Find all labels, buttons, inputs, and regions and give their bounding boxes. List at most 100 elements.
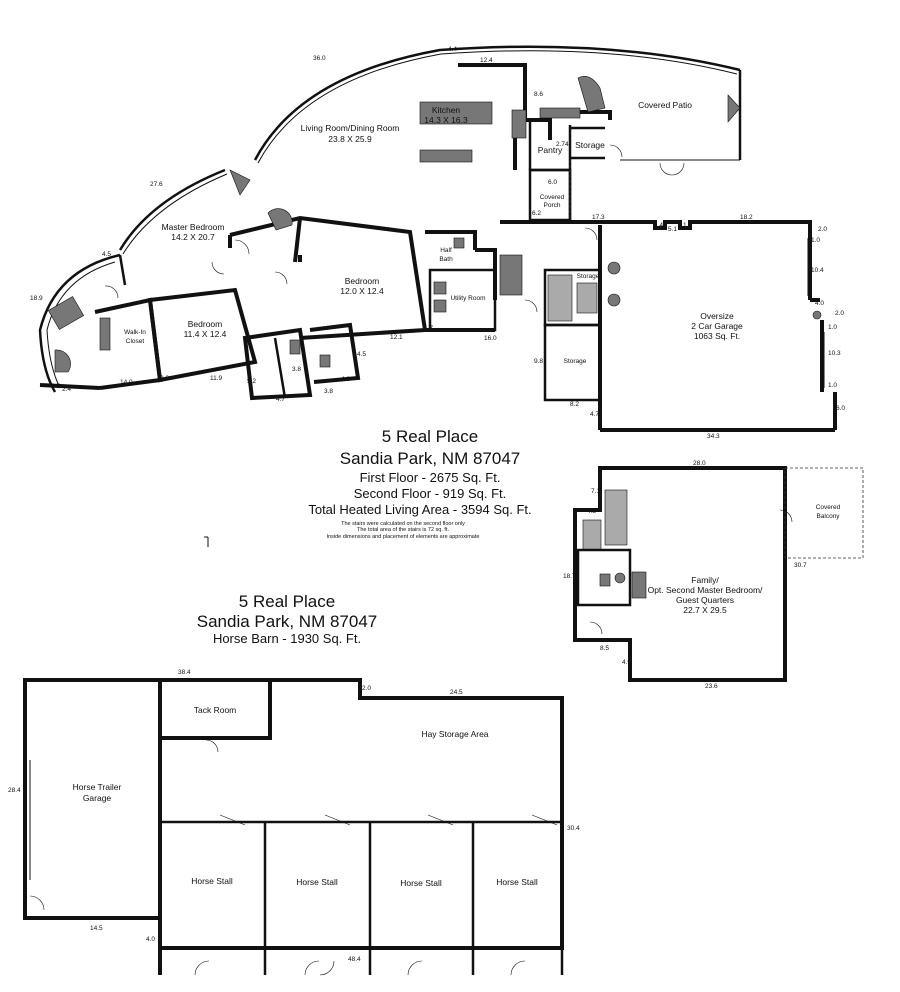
walk-in-label-1: Walk-In bbox=[124, 329, 146, 336]
barn-door-swings bbox=[29, 739, 558, 976]
half-bath-label-1: Half bbox=[440, 247, 452, 254]
door-swings bbox=[104, 144, 685, 313]
dimension-label: 8.5 bbox=[600, 645, 609, 652]
dimension-label: 14.0 bbox=[120, 379, 133, 386]
dimension-label: 11.9 bbox=[210, 375, 223, 382]
bedroom-wing-walls bbox=[228, 215, 428, 340]
dimension-label: 4.3 bbox=[587, 508, 596, 515]
dimension-label: 1.0 bbox=[828, 324, 837, 331]
horse-barn-plan: Tack Room Hay Storage Area Horse Trailer… bbox=[8, 669, 580, 976]
curved-west-wall bbox=[118, 168, 226, 251]
covered-porch-label-1: Covered bbox=[540, 194, 565, 201]
garage-label-3: 1063 Sq. Ft. bbox=[694, 331, 740, 341]
master-bedroom-label: Master Bedroom bbox=[162, 222, 225, 232]
dimension-label: 24.5 bbox=[450, 689, 463, 696]
dimension-label: 3.8 bbox=[292, 366, 301, 373]
dimension-label: 4.4 bbox=[448, 46, 457, 53]
garage-label-1: Oversize bbox=[700, 311, 734, 321]
dimension-label: 6.0 bbox=[548, 179, 557, 186]
bedroom-right-label: Bedroom bbox=[345, 276, 380, 286]
storage-label: Storage bbox=[575, 140, 605, 150]
dimension-label: 8.6 bbox=[534, 91, 543, 98]
dimension-label: 27.6 bbox=[150, 181, 163, 188]
dimension-label: 4.5 bbox=[102, 251, 111, 258]
first-floor-plan: Living Room/Dining Room 23.8 X 25.9 Kitc… bbox=[30, 45, 845, 440]
barn-area: Horse Barn - 1930 Sq. Ft. bbox=[213, 631, 361, 646]
dimension-label: 2.0 bbox=[835, 310, 844, 317]
walk-in-label-2: Closet bbox=[126, 338, 145, 345]
covered-balcony-outline bbox=[784, 467, 864, 559]
total-area: Total Heated Living Area - 3594 Sq. Ft. bbox=[308, 502, 531, 517]
dimension-label: 9.8 bbox=[534, 358, 543, 365]
horse-stall-4-label: Horse Stall bbox=[496, 877, 538, 887]
bedroom-left-size: 11.4 X 12.4 bbox=[184, 329, 227, 339]
horse-trailer-label-1: Horse Trailer bbox=[73, 782, 122, 792]
dimension-label: 1.4 bbox=[683, 222, 692, 229]
dimension-label: 8.2 bbox=[570, 401, 579, 408]
bedroom-left-label: Bedroom bbox=[188, 319, 223, 329]
dimension-label: 4.8 bbox=[341, 376, 350, 383]
dimension-label: 28.0 bbox=[693, 460, 706, 467]
dimension-label: 34.3 bbox=[707, 433, 720, 440]
second-floor-area: Second Floor - 919 Sq. Ft. bbox=[354, 486, 506, 501]
horse-stall-3-label: Horse Stall bbox=[400, 878, 442, 888]
note-stairs-area: The total area of the stairs is 72 sq. f… bbox=[357, 527, 449, 533]
dimension-label: 2.74 bbox=[556, 141, 569, 148]
dimension-label: 1.4 bbox=[654, 222, 663, 229]
dimension-label: 12.1 bbox=[390, 334, 403, 341]
covered-balcony-label-1: Covered bbox=[816, 504, 841, 511]
dimension-label: 5.1 bbox=[668, 226, 677, 233]
bedroom-right-size: 12.0 X 12.4 bbox=[340, 286, 384, 296]
hay-storage-label: Hay Storage Area bbox=[421, 729, 488, 739]
dimension-label: 7.1 bbox=[591, 488, 600, 495]
address-title: 5 Real Place bbox=[382, 427, 478, 446]
garage-stairs bbox=[547, 274, 598, 322]
horse-stall-1-label: Horse Stall bbox=[191, 876, 233, 886]
curved-bath-wall bbox=[38, 253, 121, 393]
dimension-label: 1.0 bbox=[811, 237, 820, 244]
dimension-label: 4.0 bbox=[815, 300, 824, 307]
second-floor-plan: Family/ Opt. Second Master Bedroom/ Gues… bbox=[563, 460, 864, 690]
dimension-label: 17.3 bbox=[592, 214, 605, 221]
covered-porch-label-2: Porch bbox=[544, 202, 561, 209]
living-room-size: 23.8 X 25.9 bbox=[328, 134, 372, 144]
note-stairs: The stairs were calculated on the second… bbox=[341, 521, 465, 527]
dimension-label: 10.4 bbox=[811, 267, 824, 274]
dimension-label: 6.2 bbox=[532, 210, 541, 217]
dimension-label: 10.3 bbox=[828, 350, 841, 357]
dimension-label: 5.2 bbox=[247, 378, 256, 385]
kitchen-size: 14.3 X 16.3 bbox=[424, 115, 468, 125]
dimension-label: 6.0 bbox=[836, 405, 845, 412]
barn-city-title: Sandia Park, NM 87047 bbox=[197, 612, 378, 631]
garage-storage-small-label: Storage bbox=[577, 273, 600, 280]
address-block: 5 Real Place Sandia Park, NM 87047 First… bbox=[308, 427, 531, 540]
garage-north-wall bbox=[500, 220, 812, 300]
barn-title-block: 5 Real Place Sandia Park, NM 87047 Horse… bbox=[197, 592, 378, 646]
family-room-label-2: Opt. Second Master Bedroom/ bbox=[648, 585, 763, 595]
dimension-label: 36.0 bbox=[313, 55, 326, 62]
tub-icon bbox=[47, 296, 85, 330]
dimension-label: 2.0 bbox=[362, 685, 371, 692]
dimension-label: 30.4 bbox=[567, 825, 580, 832]
dimension-label: 38.4 bbox=[178, 669, 191, 676]
dimension-label: 18.9 bbox=[30, 295, 43, 302]
dimension-label: 4.5 bbox=[357, 351, 366, 358]
dimension-label: 18.7 bbox=[563, 573, 576, 580]
garage-storage-label: Storage bbox=[564, 358, 587, 365]
fireplace-icon bbox=[727, 94, 741, 123]
pantry-label: Pantry bbox=[538, 145, 563, 155]
dimension-label: 14.5 bbox=[90, 925, 103, 932]
covered-patio-label: Covered Patio bbox=[638, 100, 692, 110]
curved-north-wall bbox=[253, 45, 741, 161]
utility-room-label: Utility Room bbox=[450, 295, 485, 302]
dimension-label: 4.7 bbox=[276, 396, 285, 403]
dimension-label: 2.0 bbox=[818, 226, 827, 233]
family-room-size: 22.7 X 29.5 bbox=[683, 605, 727, 615]
dimension-label: 16.0 bbox=[484, 335, 497, 342]
tack-room-label: Tack Room bbox=[194, 705, 237, 715]
barn-dimensions: 38.4 2.0 24.5 28.4 30.4 14.5 4.0 48.4 bbox=[8, 669, 580, 963]
dimension-label: 2.4 bbox=[62, 386, 71, 393]
half-bath-label-2: Bath bbox=[439, 256, 453, 263]
garage-label-2: 2 Car Garage bbox=[691, 321, 743, 331]
